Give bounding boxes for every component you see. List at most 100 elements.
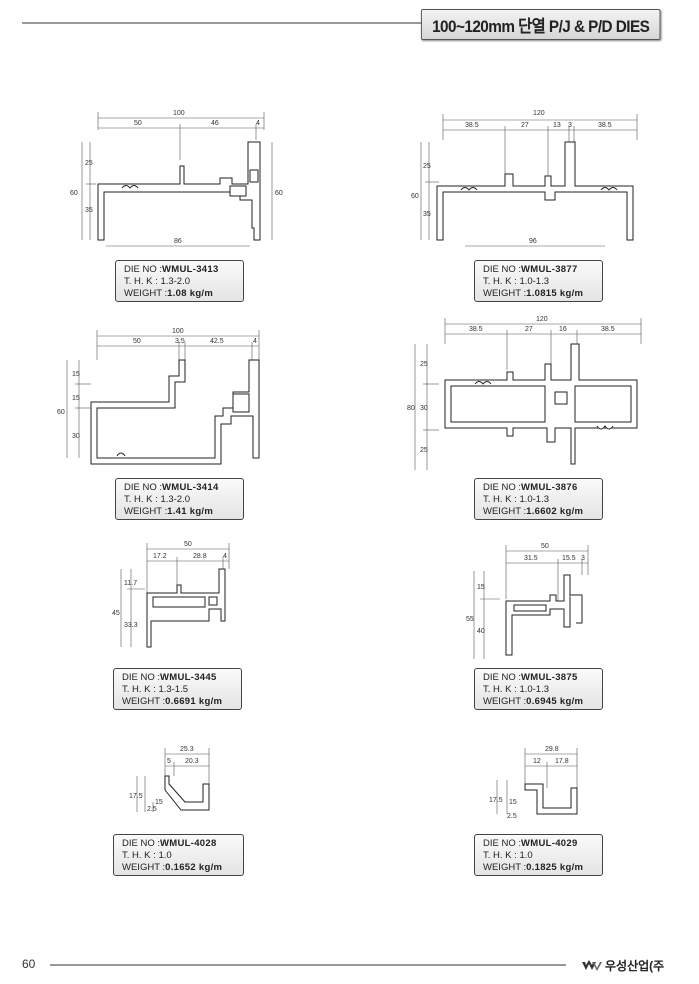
dimension-label: 50: [184, 541, 192, 548]
profile-drawing-wmul-4028: 25.3 5 20.3 17.5 2.5 15: [129, 746, 210, 813]
weight-label: WEIGHT :: [124, 288, 168, 299]
profile-outline: [554, 391, 568, 405]
weight-label: WEIGHT :: [122, 696, 166, 707]
profile-outline: [600, 187, 618, 191]
spec-box-wmul-3445: DIE NO :WMUL-3445 T. H. K : 1.3-1.5 WEIG…: [113, 668, 242, 710]
dimension-label: 15: [72, 395, 80, 402]
dimension-label: 86: [174, 238, 182, 245]
dimension-label: 2.5: [147, 806, 157, 813]
die-no-label: DIE NO :: [483, 838, 522, 849]
die-no-value: WMUL-3445: [160, 672, 217, 683]
company-logo: 우성산업(주: [582, 957, 664, 974]
profile-drawing-wmul-3413: 100 50 46 4 60 25 35 60 86: [70, 110, 283, 247]
dimension-label: 25: [423, 163, 431, 170]
die-no-value: WMUL-3876: [521, 482, 578, 493]
thk-label: T. H. K :: [483, 850, 517, 861]
dimension-label: 15.5: [562, 555, 576, 562]
thk-value: 1.0-1.3: [519, 276, 550, 287]
die-no-label: DIE NO :: [483, 264, 522, 275]
logo-mark-icon: [582, 959, 602, 971]
dimension-label: 96: [529, 238, 537, 245]
weight-label: WEIGHT :: [483, 288, 527, 299]
die-no-value: WMUL-3413: [162, 264, 219, 275]
dimension-label: 45: [112, 610, 120, 617]
dimension-label: 15: [477, 584, 485, 591]
profile-outline: [152, 596, 206, 608]
dimension-label: 3: [581, 555, 585, 562]
dimension-label: 60: [411, 193, 419, 200]
dimension-label: 16: [559, 326, 567, 333]
thk-value: 1.0-1.3: [519, 684, 550, 695]
profile-outline: [513, 604, 547, 612]
dimension-label: 30: [420, 405, 428, 412]
dimension-label: 25: [420, 361, 428, 368]
dimension-label: 38.5: [601, 326, 615, 333]
dimension-label: 5: [167, 758, 171, 765]
dimension-label: 2.5: [507, 813, 517, 820]
dimension-label: 46: [211, 120, 219, 127]
die-no-value: WMUL-4028: [160, 838, 217, 849]
profile-outline: [474, 381, 492, 385]
thk-label: T. H. K :: [483, 684, 517, 695]
dimension-label: 120: [536, 316, 548, 323]
company-name: 우성산업(주: [605, 959, 665, 973]
weight-value: 1.0815 kg/m: [526, 288, 584, 299]
dimension-label: 20.3: [185, 758, 199, 765]
dimension-label: 28.8: [193, 553, 207, 560]
spec-box-wmul-3414: DIE NO :WMUL-3414 T. H. K : 1.3-2.0 WEIG…: [115, 478, 244, 520]
dimension-label: 15: [72, 371, 80, 378]
weight-value: 0.6691 kg/m: [165, 696, 223, 707]
die-no-label: DIE NO :: [483, 672, 522, 683]
dimension-label: 29.8: [545, 746, 559, 753]
die-no-label: DIE NO :: [124, 482, 163, 493]
profile-drawing-wmul-3877: 120 38.5 27 13 3 38.5 60 25 35 96: [411, 110, 638, 247]
thk-value: 1.3-1.5: [158, 684, 189, 695]
profile-outline: [596, 425, 614, 430]
weight-value: 1.08 kg/m: [167, 288, 214, 299]
die-no-label: DIE NO :: [122, 672, 161, 683]
spec-box-wmul-3876: DIE NO :WMUL-3876 T. H. K : 1.0-1.3 WEIG…: [474, 478, 603, 520]
dimension-label: 31.5: [524, 555, 538, 562]
profile-outline: [574, 385, 632, 423]
dimension-label: 12: [533, 758, 541, 765]
footer-rule: [50, 964, 566, 966]
dimension-label: 15: [155, 799, 163, 806]
profile-outline: [436, 141, 634, 241]
dimension-label: 42.5: [210, 338, 224, 345]
weight-label: WEIGHT :: [483, 506, 527, 517]
thk-label: T. H. K :: [483, 276, 517, 287]
thk-value: 1.0: [519, 850, 533, 861]
dimension-label: 100: [173, 110, 185, 117]
dimension-label: 11.7: [124, 580, 137, 587]
dimension-label: 50: [133, 338, 141, 345]
die-no-label: DIE NO :: [483, 482, 522, 493]
dimension-label: 50: [134, 120, 142, 127]
thk-label: T. H. K :: [122, 684, 156, 695]
profile-outline: [146, 568, 226, 648]
spec-box-wmul-4029: DIE NO :WMUL-4029 T. H. K : 1.0 WEIGHT :…: [474, 834, 603, 876]
dimension-label: 4: [253, 338, 257, 345]
die-no-value: WMUL-3877: [521, 264, 578, 275]
dimension-label: 38.5: [465, 122, 479, 129]
profile-outline: [97, 141, 261, 241]
profile-drawing-wmul-3876: 120 38.5 27 16 38.5 80 25 30 25: [407, 316, 642, 470]
profile-outline: [249, 169, 259, 183]
profile-outline: [121, 185, 139, 189]
dimension-label: 55: [466, 616, 474, 623]
page-number: 60: [22, 957, 36, 971]
dimension-label: 17.5: [489, 797, 503, 804]
profile-drawing-wmul-3445: 50 17.2 28.8 4 45 11.7 33.3: [112, 541, 230, 648]
dimension-label: 3: [568, 122, 572, 129]
dimension-label: 13: [553, 122, 561, 129]
profile-outline: [570, 594, 583, 624]
dimension-label: 25: [85, 160, 93, 167]
weight-label: WEIGHT :: [483, 696, 527, 707]
header-rule: [22, 22, 422, 24]
dimension-label: 80: [407, 405, 415, 412]
profile-outline: [460, 187, 478, 191]
dimension-label: 3.5: [175, 338, 185, 345]
thk-label: T. H. K :: [124, 276, 158, 287]
spec-box-wmul-3877: DIE NO :WMUL-3877 T. H. K : 1.0-1.3 WEIG…: [474, 260, 603, 302]
profile-outline: [164, 775, 210, 811]
dimension-label: 33.3: [124, 622, 138, 629]
